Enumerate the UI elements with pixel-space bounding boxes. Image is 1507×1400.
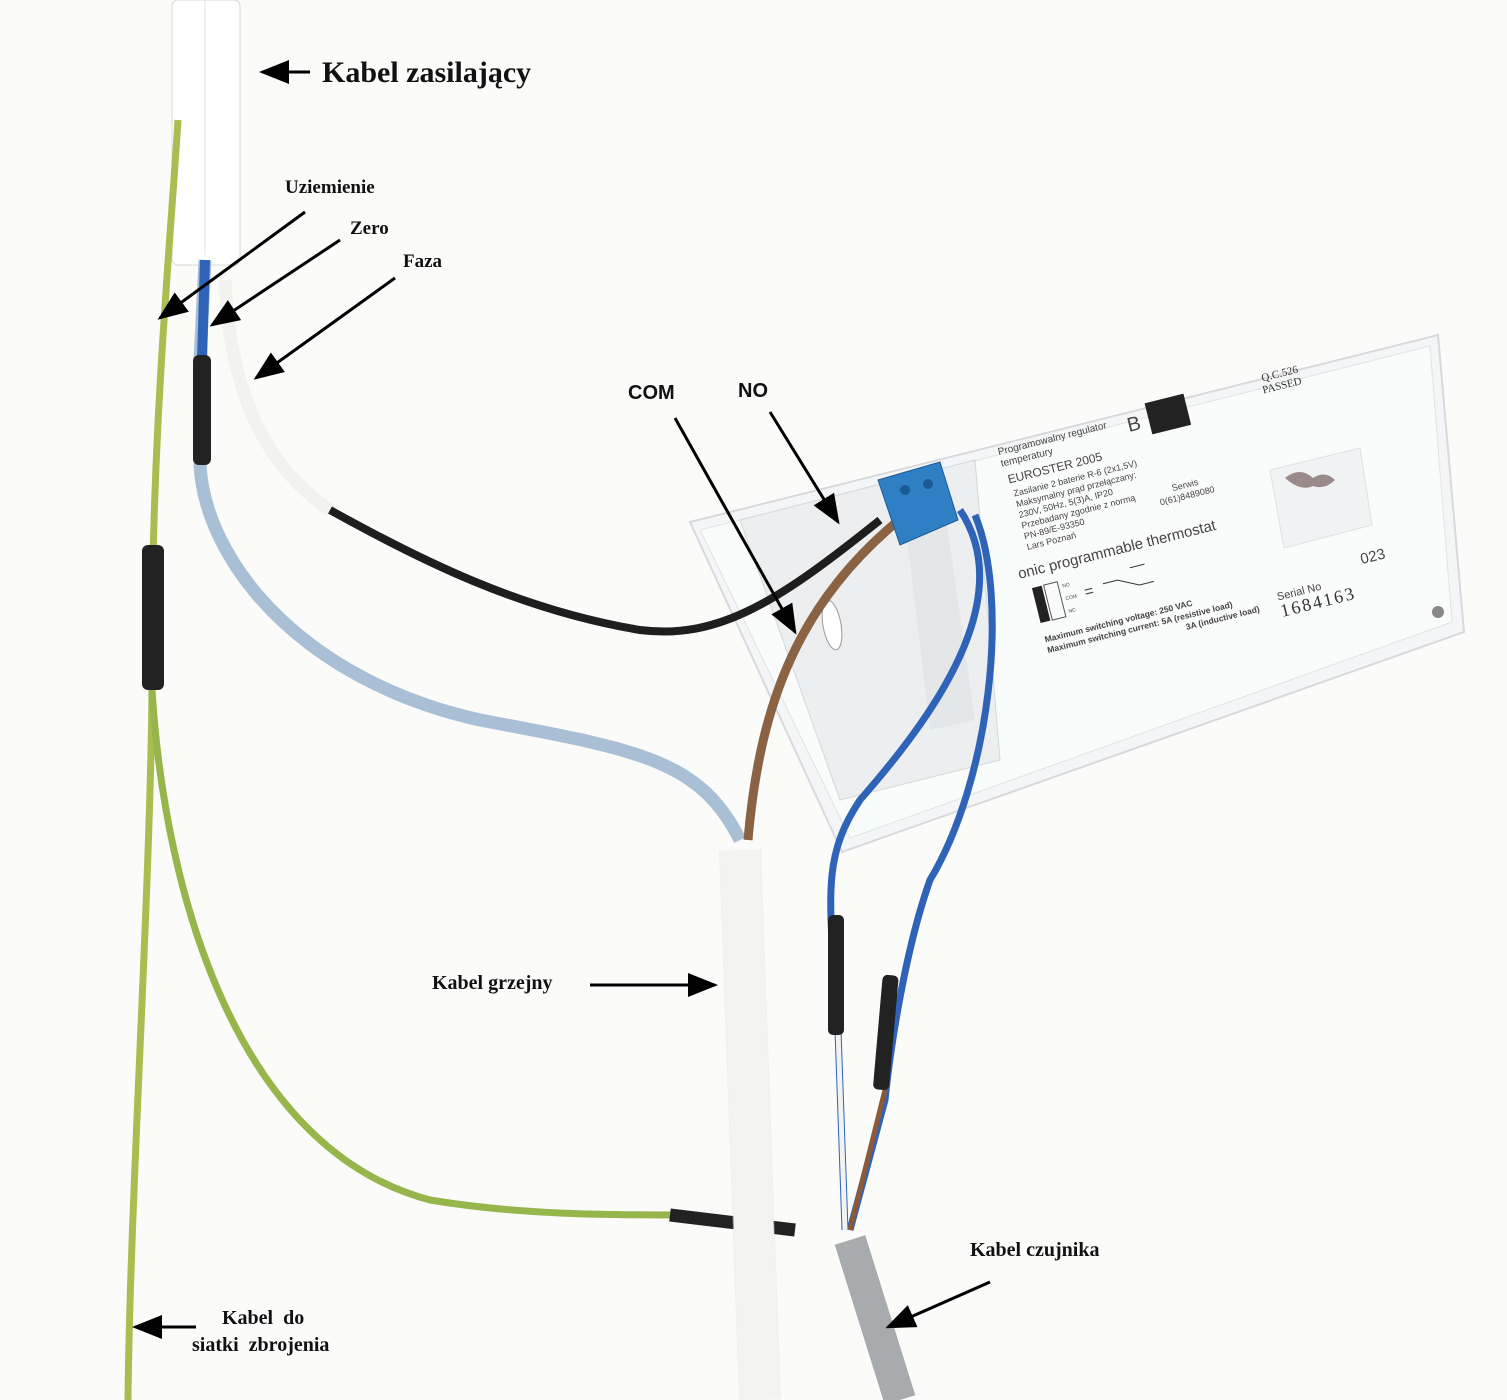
label-neutral: Zero <box>350 218 389 239</box>
label-sensor-cable: Kabel czujnika <box>970 1239 1099 1261</box>
terminal-label: COM <box>1065 594 1078 603</box>
label-mesh-cable: Kabel do <box>222 1307 304 1329</box>
label-mesh-cable: siatki zbrojenia <box>192 1334 329 1356</box>
ground-wire-heating <box>148 689 796 1234</box>
arrow-ground <box>157 210 306 320</box>
svg-text:=: = <box>1083 582 1096 601</box>
screw-icon <box>1432 606 1444 618</box>
label-phase: Faza <box>403 251 443 272</box>
terminal-connector <box>877 461 959 546</box>
neutral-wire-core <box>197 259 210 361</box>
heating-cable <box>720 849 780 1400</box>
heat-shrink <box>193 355 211 465</box>
brand-logo <box>1144 393 1192 435</box>
sensor-cable <box>834 1235 916 1400</box>
label-com: COM <box>628 382 675 404</box>
thermostat-device: Programowalny regulator temperatury B EU… <box>688 333 1466 854</box>
heat-shrink <box>669 1208 796 1237</box>
arrow-sensor-cable <box>885 1280 991 1329</box>
arrow-com <box>673 417 797 635</box>
terminal-label: NO <box>1062 582 1071 590</box>
class-mark: B <box>1125 412 1143 437</box>
label-ground: Uziemienie <box>285 177 375 198</box>
terminal-label: NC <box>1068 607 1077 615</box>
arrow-phase <box>253 276 396 380</box>
arrow-neutral <box>209 238 341 327</box>
phase-wire <box>328 506 883 636</box>
label-power-cable: Kabel zasilający <box>322 56 531 89</box>
arrow-no <box>768 411 840 525</box>
label-no: NO <box>738 380 768 402</box>
annotation-arrows <box>132 60 991 1339</box>
label-heating-cable: Kabel grzejny <box>432 972 553 994</box>
neutral-wire <box>193 259 746 843</box>
heat-shrink <box>873 974 899 1091</box>
heat-shrink <box>828 915 844 1035</box>
brown-wire-com <box>743 511 908 841</box>
heat-shrink <box>142 545 164 690</box>
device-code: 023 <box>1359 545 1387 568</box>
power-cable <box>171 0 241 266</box>
keyhole-slot <box>1269 447 1373 549</box>
phase-wire-sheath <box>218 279 334 516</box>
